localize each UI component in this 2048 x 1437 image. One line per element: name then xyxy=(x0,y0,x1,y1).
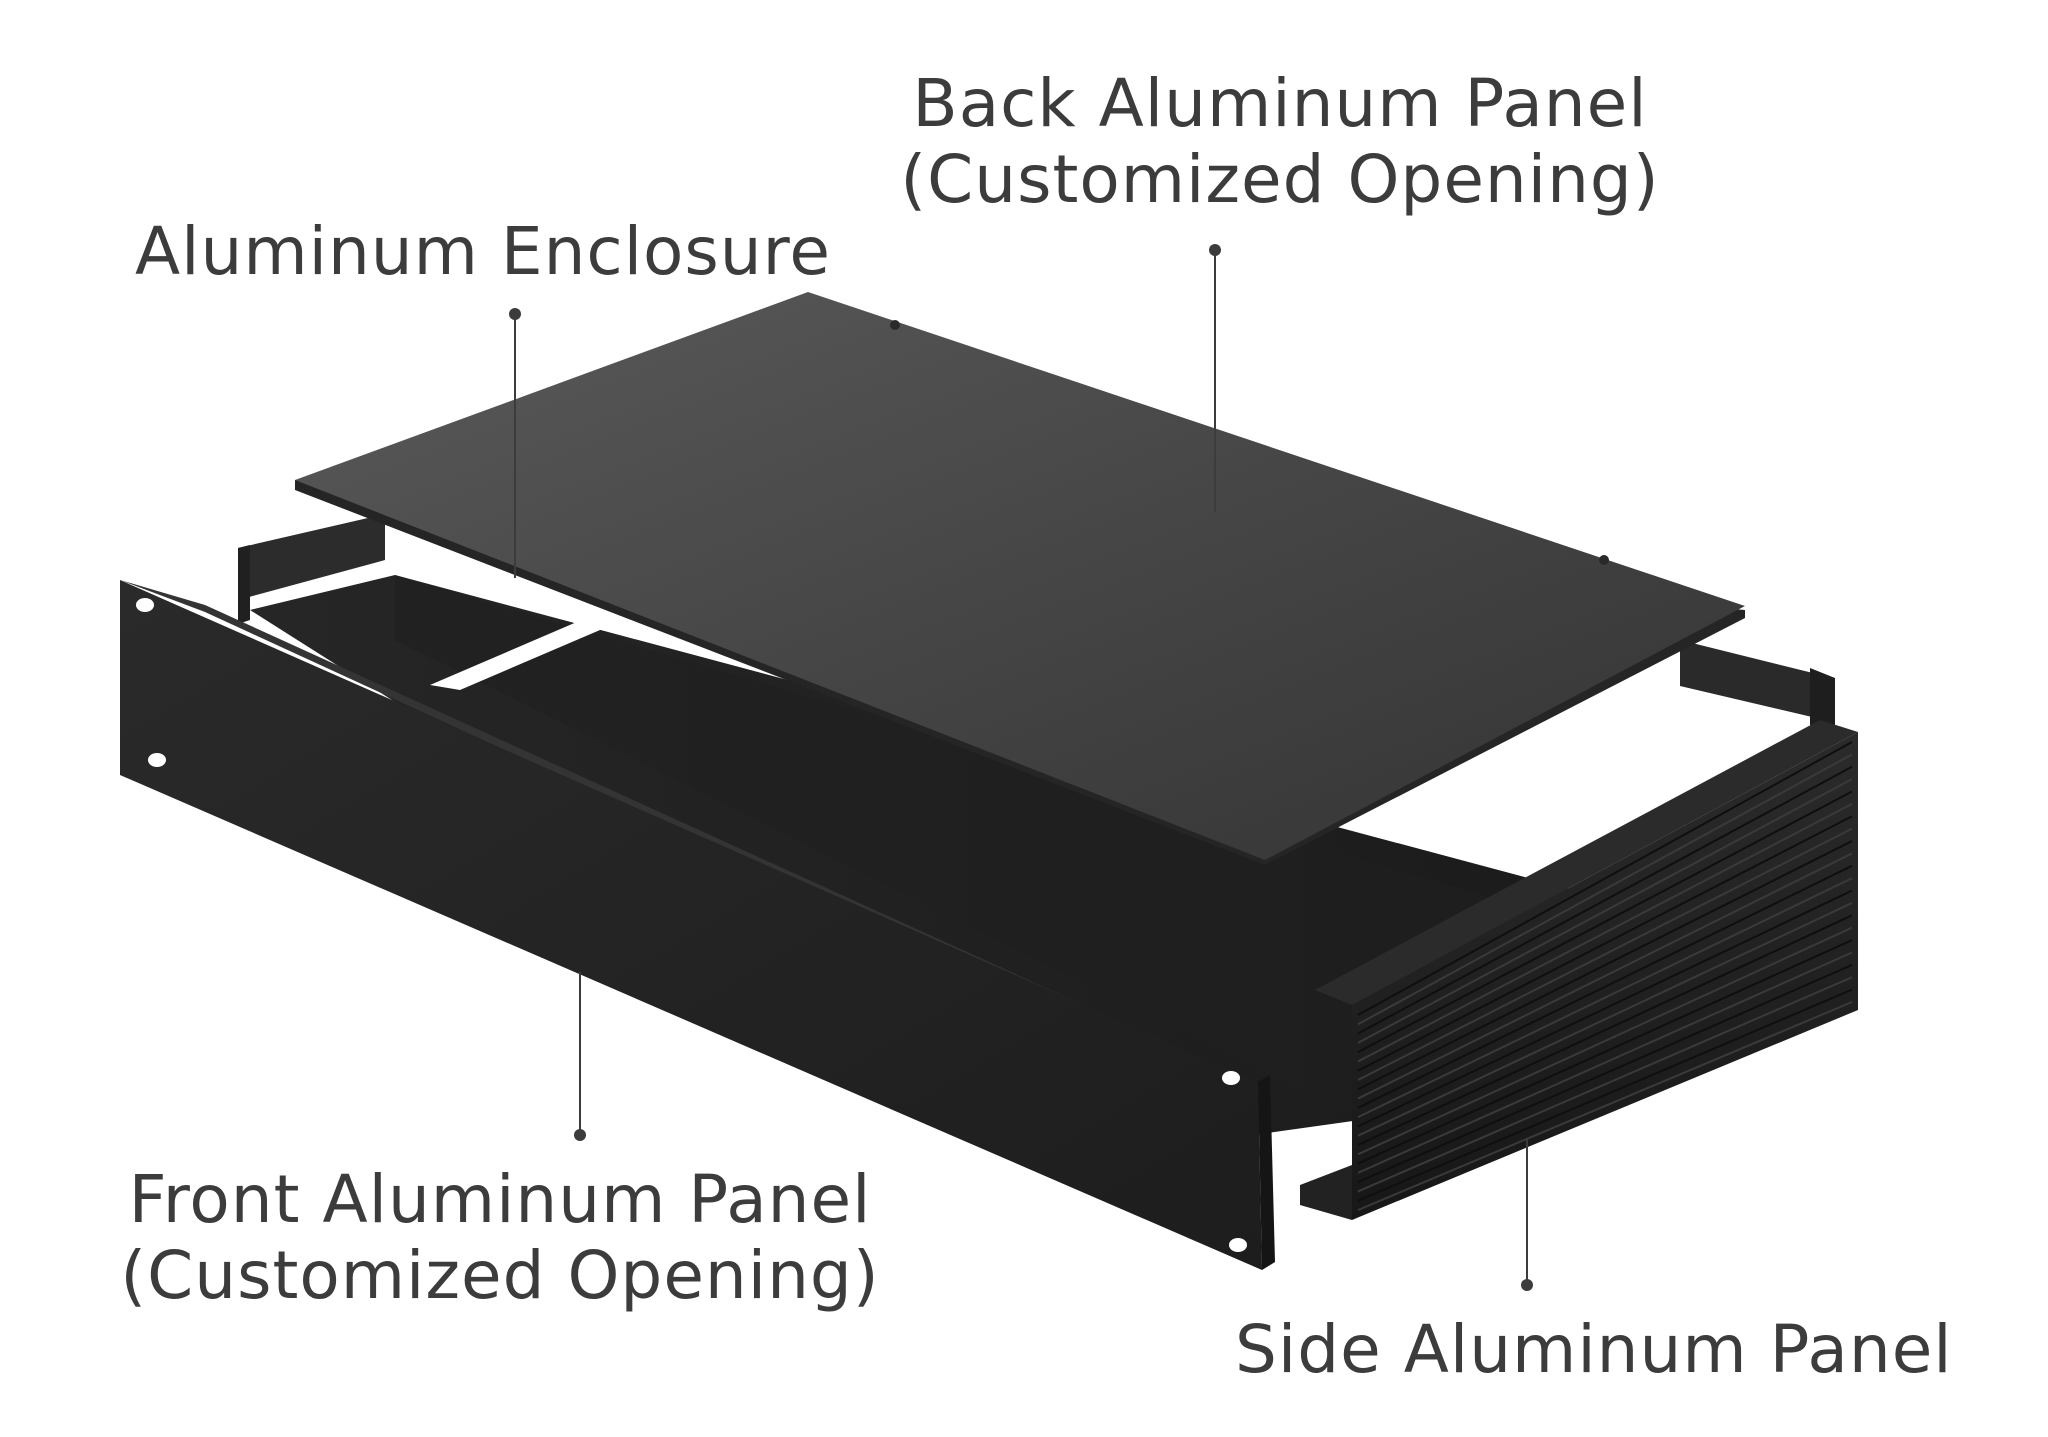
enclosure-title: Aluminum Enclosure xyxy=(135,213,831,290)
fin-line xyxy=(1357,765,1853,1035)
front-panel-title: Front Aluminum Panel xyxy=(128,1161,872,1238)
floor-slot-right xyxy=(1435,775,1630,830)
fin-line xyxy=(1357,741,1853,1016)
mount-hole xyxy=(1222,1071,1240,1085)
top-cover-panel xyxy=(295,292,1745,865)
fin-line xyxy=(1357,951,1853,1174)
fin-line xyxy=(1357,864,1853,1109)
front-panel-face xyxy=(120,580,1262,1270)
fin-line xyxy=(1357,939,1853,1165)
side-panel-top xyxy=(1315,720,1858,1005)
fin-line xyxy=(1357,902,1853,1137)
side-panel-foot xyxy=(1300,1165,1352,1220)
fin-line xyxy=(1357,976,1853,1193)
fin-line xyxy=(1357,753,1853,1026)
fin-line xyxy=(1357,988,1853,1202)
fin-line xyxy=(1357,889,1853,1128)
top-cover-screw xyxy=(1599,555,1609,565)
top-cover-screw xyxy=(890,320,900,330)
fin-line xyxy=(1357,1001,1853,1211)
back-panel-callout: Back Aluminum Panel (Customized Opening) xyxy=(890,66,1670,218)
fin-line xyxy=(1357,852,1853,1100)
fin-line xyxy=(1357,815,1853,1072)
floor-shadow xyxy=(395,575,1500,1120)
left-side-wall xyxy=(238,545,250,624)
fin-line xyxy=(1357,926,1853,1156)
leader-enclosure-dot xyxy=(509,308,521,320)
enclosure-callout: Aluminum Enclosure xyxy=(135,214,831,290)
side-panel-title: Side Aluminum Panel xyxy=(1235,1311,1953,1388)
side-panel-callout: Side Aluminum Panel xyxy=(1235,1312,1953,1388)
fin-line xyxy=(1357,790,1853,1054)
fin-line xyxy=(1357,803,1853,1063)
back-panel-subtitle: (Customized Opening) xyxy=(900,141,1660,218)
fin-line xyxy=(1357,963,1853,1184)
fin-line xyxy=(1357,914,1853,1146)
fin-line xyxy=(1357,840,1853,1091)
front-panel-subtitle: (Customized Opening) xyxy=(120,1237,880,1314)
fin-line xyxy=(1357,877,1853,1119)
side-panel-fins xyxy=(1357,741,1853,1211)
right-rear-rail xyxy=(1680,640,1825,720)
front-panel-callout: Front Aluminum Panel (Customized Opening… xyxy=(100,1162,900,1314)
mount-hole xyxy=(1229,1238,1247,1252)
mount-hole xyxy=(148,753,166,767)
leader-side-panel-dot xyxy=(1521,1279,1533,1291)
leader-front-panel-dot xyxy=(574,1129,586,1141)
back-panel-title: Back Aluminum Panel xyxy=(912,65,1648,142)
fin-line xyxy=(1357,827,1853,1081)
leader-back-panel-dot xyxy=(1209,244,1221,256)
floor-slot-left xyxy=(430,612,628,690)
mount-hole xyxy=(136,598,154,612)
fin-line xyxy=(1357,778,1853,1044)
side-finned-panel xyxy=(1300,720,1858,1220)
left-rear-rail xyxy=(238,514,385,600)
rear-frame xyxy=(238,514,1835,735)
front-panel xyxy=(120,580,1275,1270)
front-panel-edge xyxy=(1258,1075,1275,1270)
floor-slot-right-2 xyxy=(1480,742,1660,782)
right-back-post xyxy=(1810,668,1835,735)
leader-lines xyxy=(509,244,1533,1291)
top-cover-face xyxy=(295,292,1745,860)
